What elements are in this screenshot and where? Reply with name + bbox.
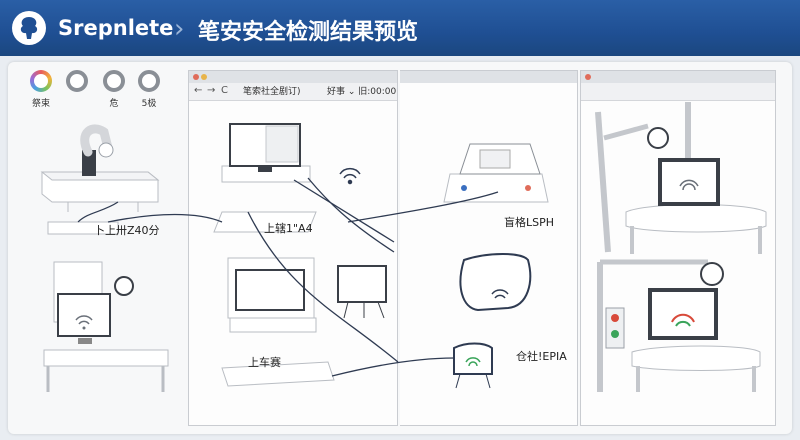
minimize-dot-icon[interactable] — [201, 74, 207, 80]
label-wifi-tablet: 仓社!EPIA — [516, 350, 567, 363]
address-bar-right — [581, 83, 775, 101]
label-left-device: 卜上卅Z40分 — [94, 224, 160, 237]
bottom-tray — [221, 361, 335, 387]
right-station-top — [595, 102, 767, 254]
legend-label-4: 5极 — [141, 99, 157, 109]
printer-device — [443, 143, 549, 203]
desktop-monitor-2 — [227, 257, 317, 333]
close-dot-icon[interactable] — [193, 74, 199, 80]
connector-lines — [107, 177, 499, 377]
wifi-signal-icon — [339, 167, 361, 185]
keyboard-tray — [213, 211, 317, 233]
legend-label-3: 危 — [109, 99, 119, 109]
desktop-monitor-1 — [221, 123, 311, 183]
cable-left-illustration — [47, 201, 119, 235]
left-monitor-station — [43, 261, 169, 392]
close-dot-right-icon[interactable] — [585, 74, 591, 80]
legend-ring-3[interactable] — [138, 70, 160, 92]
brand-name: Srepnlete — [58, 16, 174, 40]
legend-ring-1[interactable] — [66, 70, 88, 92]
reload-icon[interactable]: C — [221, 85, 228, 96]
window-titlebar — [189, 71, 397, 83]
legend-ring-2[interactable] — [103, 70, 125, 92]
tree-logo-icon — [12, 11, 46, 45]
url-field[interactable]: 笔索社全剧订) — [243, 87, 301, 97]
address-bar: ← → C 笔索社全剧订) 好事 ⌄ 旧:00:00 — [189, 83, 397, 101]
window-titlebar-right — [581, 71, 775, 83]
address-extra: 好事 ⌄ 旧:00:00 — [327, 87, 397, 97]
robot-desk-illustration — [40, 124, 160, 212]
diagram-drawing — [40, 102, 767, 392]
legend-label-1: 祭束 — [31, 99, 50, 109]
forward-icon[interactable]: → — [207, 85, 216, 96]
right-station-bottom — [597, 259, 761, 392]
page-title: 笔安安全检测结果预览 — [198, 20, 419, 45]
window-titlebar-middle — [400, 71, 577, 83]
label-mid-bottom: 上车赛 — [248, 356, 281, 369]
legend-ring-color[interactable] — [30, 70, 52, 92]
back-icon[interactable]: ← — [194, 85, 203, 96]
wifi-tablet — [453, 342, 493, 389]
wifi-bubble — [459, 253, 532, 312]
header-separator: › — [174, 14, 185, 44]
diagram-board: 祭束 危 5极 ← → C 笔索社全剧订) 好事 ⌄ 旧:00:00 — [8, 62, 792, 434]
label-printer: 盲格LSPH — [504, 216, 555, 229]
easel-screen — [337, 265, 387, 319]
label-mid-device: 上辖1"A4 — [264, 222, 313, 235]
app-header: Srepnlete › 笔安安全检测结果预览 — [0, 0, 800, 56]
